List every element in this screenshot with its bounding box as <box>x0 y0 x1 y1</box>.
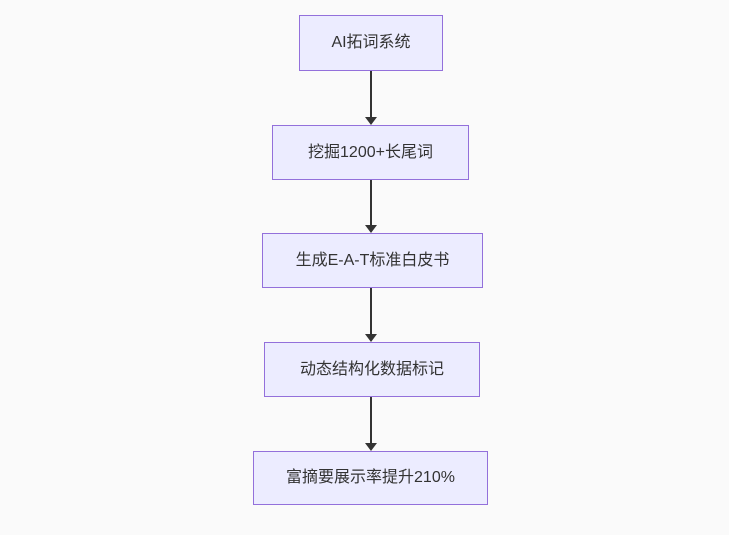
flow-node-eat-whitepaper: 生成E-A-T标准白皮书 <box>262 233 483 288</box>
arrow-line <box>370 180 372 227</box>
flow-node-rich-snippet-result: 富摘要展示率提升210% <box>253 451 488 505</box>
flow-node-label: 富摘要展示率提升210% <box>286 469 455 487</box>
flow-arrow <box>364 180 378 233</box>
flow-node-label: 生成E-A-T标准白皮书 <box>295 251 450 269</box>
flow-node-label: AI拓词系统 <box>331 34 411 52</box>
flow-node-label: 挖掘1200+长尾词 <box>308 143 433 161</box>
arrowhead-down-icon <box>365 117 377 125</box>
arrowhead-down-icon <box>365 225 377 233</box>
arrowhead-down-icon <box>365 334 377 342</box>
flow-node-structured-data-markup: 动态结构化数据标记 <box>264 342 480 397</box>
flow-arrow <box>364 397 378 451</box>
flow-node-ai-word-expansion: AI拓词系统 <box>299 15 443 71</box>
arrow-line <box>370 71 372 119</box>
arrow-line <box>370 397 372 445</box>
flow-node-longtail-mining: 挖掘1200+长尾词 <box>272 125 469 180</box>
flow-arrow <box>364 288 378 342</box>
arrowhead-down-icon <box>365 443 377 451</box>
flow-node-label: 动态结构化数据标记 <box>299 360 444 378</box>
arrow-line <box>370 288 372 336</box>
flow-arrow <box>364 71 378 125</box>
